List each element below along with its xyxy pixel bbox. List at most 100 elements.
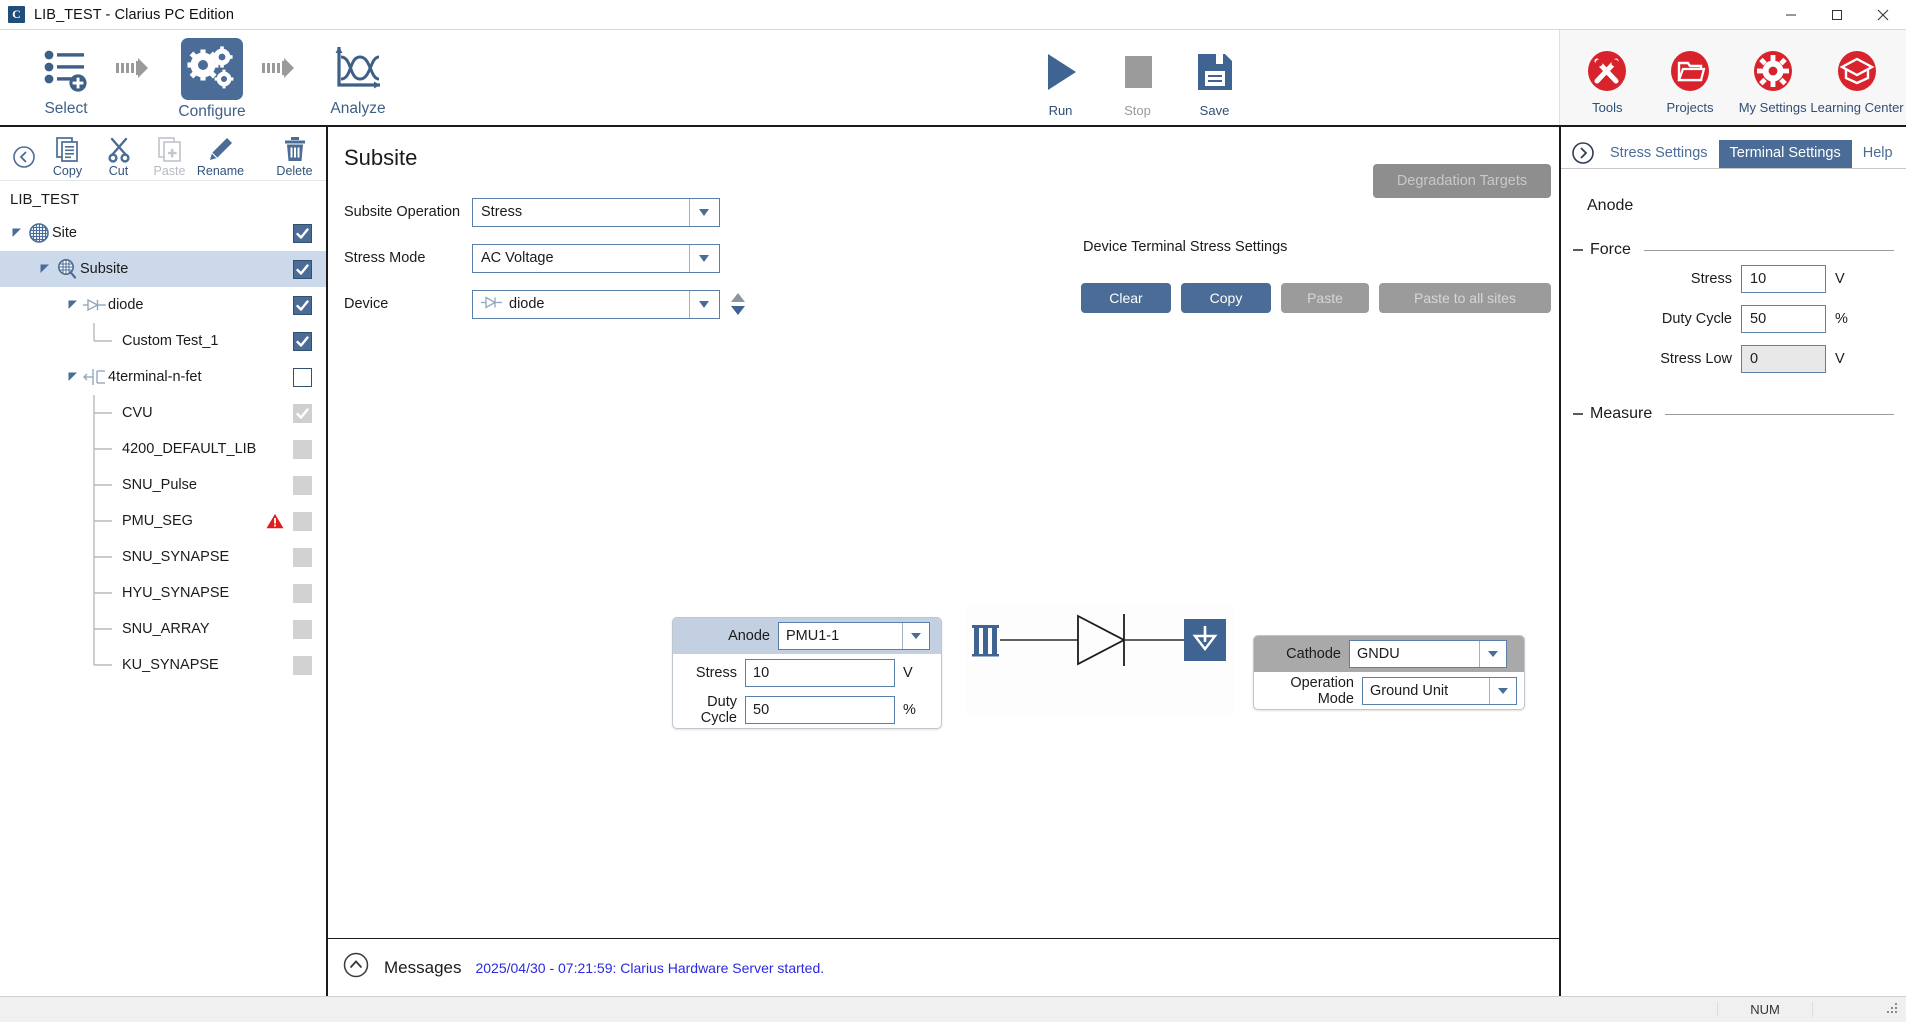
messages-label: Messages	[384, 957, 462, 977]
tree-item-custom-test-1[interactable]: Custom Test_1	[0, 323, 326, 359]
tree-item-label: Site	[52, 225, 77, 241]
workflow-configure-label: Configure	[178, 103, 246, 120]
title-bar: C LIB_TEST - Clarius PC Edition	[0, 0, 1906, 30]
tree-item-4terminal-n-fet[interactable]: 4terminal-n-fet	[0, 359, 326, 395]
close-button[interactable]	[1860, 0, 1906, 30]
rename-label: Rename	[196, 164, 245, 178]
device-spinner[interactable]	[730, 292, 746, 316]
diode-icon	[481, 295, 503, 313]
force-duty-cycle-label: Duty Cycle	[1661, 311, 1732, 327]
force-stress-input[interactable]: 10	[1741, 265, 1826, 293]
maximize-button[interactable]	[1814, 0, 1860, 30]
learning-center-label: Learning Center	[1810, 99, 1904, 115]
tree-item-checkbox[interactable]	[293, 295, 312, 315]
copy-terminal-button[interactable]: Copy	[1181, 283, 1271, 313]
tree-item-cvu[interactable]: CVU	[0, 395, 326, 431]
anode-duty-cycle-input[interactable]: 50	[745, 695, 895, 724]
tree-item-checkbox[interactable]	[293, 367, 312, 387]
tree-item-hyu-synapse[interactable]: HYU_SYNAPSE	[0, 575, 326, 611]
cathode-terminal-select[interactable]: GNDU	[1349, 640, 1507, 668]
tree-item-4200-default-lib[interactable]: 4200_DEFAULT_LIB	[0, 431, 326, 467]
subsite-operation-select[interactable]: Stress	[472, 197, 720, 227]
anode-stress-label: Stress	[695, 664, 737, 681]
tree-item-snu-array[interactable]: SNU_ARRAY	[0, 611, 326, 647]
resize-grip-icon[interactable]	[1885, 1001, 1903, 1019]
tree-item-label: Subsite	[80, 261, 129, 277]
my-settings-label: My Settings	[1738, 99, 1807, 115]
tree-item-checkbox[interactable]	[293, 223, 312, 243]
tree-item-label: SNU_ARRAY	[122, 621, 210, 637]
chevron-up-icon[interactable]	[342, 951, 370, 984]
paste-icon	[156, 131, 184, 163]
force-stress-label: Stress	[1690, 271, 1732, 287]
force-duty-cycle-input[interactable]: 50	[1741, 305, 1826, 333]
cathode-operation-mode-label: Operation Mode	[1290, 674, 1354, 707]
chevron-down-icon	[1479, 641, 1506, 667]
anode-terminal-select[interactable]: PMU1-1	[778, 622, 930, 650]
force-stress-low-unit: V	[1835, 351, 1845, 367]
save-label: Save	[1199, 102, 1230, 118]
copy-button[interactable]: Copy	[42, 131, 93, 178]
tab-stress-settings[interactable]: Stress Settings	[1610, 144, 1708, 161]
schematic-area	[966, 604, 1234, 714]
tree-item-checkbox[interactable]	[293, 331, 312, 351]
paste-button[interactable]: Paste	[144, 131, 195, 178]
projects-button[interactable]: Projects	[1649, 41, 1732, 115]
ground-icon	[1184, 619, 1226, 661]
save-button[interactable]: Save	[1176, 38, 1253, 118]
force-group: Force Stress 10 V Duty Cycle 50 % Stress…	[1573, 241, 1894, 379]
tree-item-pmu-seg[interactable]: PMU_SEG	[0, 503, 326, 539]
force-group-header[interactable]: Force	[1573, 241, 1894, 259]
twisty-expanded-icon[interactable]	[8, 227, 26, 239]
workflow-select[interactable]: Select	[22, 37, 110, 118]
stop-button[interactable]: Stop	[1099, 38, 1176, 118]
tree-item-snu-pulse[interactable]: SNU_Pulse	[0, 467, 326, 503]
chevron-right-icon[interactable]	[1567, 141, 1599, 168]
learning-center-button[interactable]: Learning Center	[1810, 41, 1904, 115]
clear-button[interactable]: Clear	[1081, 283, 1171, 313]
cathode-terminal-panel: Cathode GNDU Operation Mode Gr	[1253, 635, 1525, 710]
minimize-button[interactable]	[1768, 0, 1814, 30]
anode-stress-input[interactable]: 10	[745, 658, 895, 687]
tree-item-checkbox[interactable]	[293, 259, 312, 279]
twisty-expanded-icon[interactable]	[64, 371, 82, 383]
tree-item-checkbox	[293, 475, 312, 495]
degradation-targets-button[interactable]: Degradation Targets	[1373, 164, 1551, 198]
gears-icon	[181, 38, 243, 100]
tree-item-snu-synapse[interactable]: SNU_SYNAPSE	[0, 539, 326, 575]
device-select[interactable]: diode	[472, 289, 720, 319]
tree-item-diode[interactable]: diode	[0, 287, 326, 323]
tree-item-label: HYU_SYNAPSE	[122, 585, 230, 601]
run-button[interactable]: Run	[1022, 38, 1099, 118]
collapse-icon	[1573, 249, 1583, 251]
tree-item-site[interactable]: Site	[0, 215, 326, 251]
tab-help[interactable]: Help	[1862, 144, 1893, 161]
rename-button[interactable]: Rename	[195, 131, 246, 178]
cathode-operation-mode-select[interactable]: Ground Unit	[1362, 676, 1517, 705]
trash-icon	[281, 131, 309, 163]
messages-text: 2025/04/30 - 07:21:59: Clarius Hardware …	[475, 959, 825, 976]
back-arrow-icon[interactable]	[6, 145, 42, 178]
chevron-down-icon	[1489, 677, 1516, 704]
anode-duty-cycle-label: Duty Cycle	[700, 693, 737, 726]
tab-terminal-settings[interactable]: Terminal Settings	[1718, 140, 1852, 168]
tree-item-label: CVU	[122, 405, 153, 421]
paste-terminal-button[interactable]: Paste	[1281, 283, 1369, 313]
cut-button[interactable]: Cut	[93, 131, 144, 178]
delete-button[interactable]: Delete	[269, 131, 320, 178]
workflow-analyze[interactable]: Analyze	[314, 37, 402, 118]
twisty-expanded-icon[interactable]	[36, 263, 54, 275]
tree-item-label: SNU_Pulse	[122, 477, 197, 493]
stress-mode-select[interactable]: AC Voltage	[472, 243, 720, 273]
workflow-configure[interactable]: Configure	[168, 34, 256, 121]
tools-button[interactable]: Tools	[1566, 41, 1649, 115]
tree-item-ku-synapse[interactable]: KU_SYNAPSE	[0, 647, 326, 683]
paste-all-sites-button[interactable]: Paste to all sites	[1379, 283, 1551, 313]
my-settings-button[interactable]: My Settings	[1731, 41, 1814, 115]
tree-item-subsite[interactable]: Subsite	[0, 251, 326, 287]
twisty-expanded-icon[interactable]	[64, 299, 82, 311]
measure-group-header[interactable]: Measure	[1573, 405, 1894, 423]
workflow-analyze-label: Analyze	[330, 100, 386, 117]
